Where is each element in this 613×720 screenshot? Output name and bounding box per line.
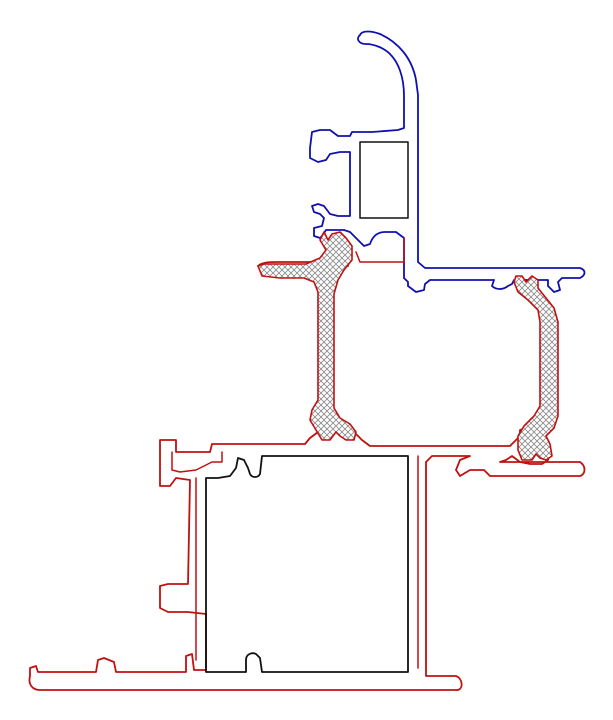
frame-outline [28,413,586,691]
sash-outline [309,30,586,293]
frame-profile [28,249,586,691]
thermal-break-left [257,231,357,441]
sash-glazing-chamber [359,141,409,219]
thermal-break-left-shape [257,231,357,441]
reinforcement-chamber [205,455,409,673]
thermal-break-right [513,275,559,461]
sash-profile [309,30,586,293]
frame-vertical-wall [355,237,405,263]
reinforcement-outline [205,455,409,673]
thermal-break-right-shape [513,275,559,461]
